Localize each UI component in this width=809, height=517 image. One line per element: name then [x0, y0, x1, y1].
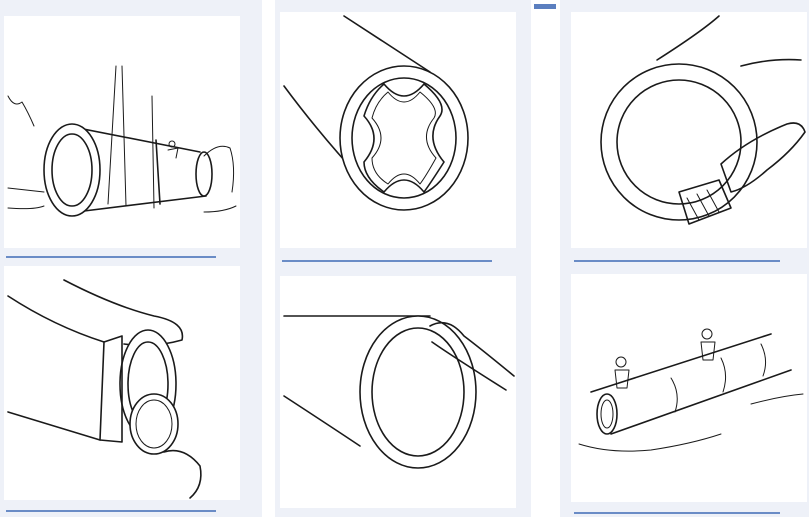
- caption-rule: [6, 510, 216, 512]
- illustration-workers-on-pipeline: [571, 274, 807, 502]
- illustration-gasket-in-pipe-end: [280, 12, 516, 248]
- corner-accent: [534, 4, 556, 9]
- caption-rule: [574, 512, 780, 514]
- illustration-brush-lubricant: [571, 12, 807, 248]
- illustration-hand-seating-gasket: [280, 276, 516, 508]
- illustration-hands-fitting-gasket: [4, 266, 240, 500]
- caption-rule: [574, 260, 780, 262]
- illustration-pipe-lifting: [4, 16, 240, 248]
- caption-rule: [6, 256, 216, 258]
- caption-rule: [282, 260, 492, 262]
